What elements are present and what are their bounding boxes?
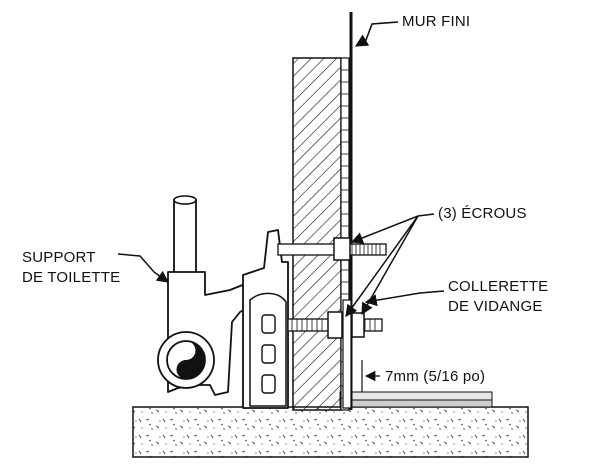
finished-wall-leader: [354, 21, 399, 47]
nuts-leader-1: [350, 213, 435, 244]
support-label-line2: DE TOILETTE: [22, 269, 120, 286]
support-label-line1: SUPPORT: [22, 249, 96, 266]
gap-label: 7mm (5/16 po): [385, 368, 485, 385]
nuts-leader-2: [345, 215, 419, 317]
nuts-leader-3: [361, 215, 419, 316]
upper-bolt: [277, 237, 387, 261]
floor-tile: [339, 391, 493, 408]
wall-section: [292, 57, 342, 411]
flange-label-line2: DE VIDANGE: [448, 298, 543, 315]
support-hub: [157, 331, 215, 389]
flange-label-line1: COLLERETTE: [448, 278, 548, 295]
lower-nut-left: [327, 311, 343, 339]
wall-board-ticks: [341, 69, 349, 399]
finished-wall-label: MUR FINI: [402, 13, 470, 30]
lower-nut-right: [351, 312, 365, 338]
support-plate: [242, 229, 289, 409]
concrete-floor: [132, 406, 529, 458]
flange-leader: [364, 290, 445, 307]
drain-flange: [342, 299, 352, 409]
upper-nut: [333, 237, 351, 261]
finished-wall-board: [340, 57, 350, 411]
support-pipe: [173, 195, 197, 281]
nuts-label: (3) ÉCROUS: [438, 205, 527, 222]
support-leader: [117, 253, 169, 283]
lower-bolt: [287, 311, 383, 339]
